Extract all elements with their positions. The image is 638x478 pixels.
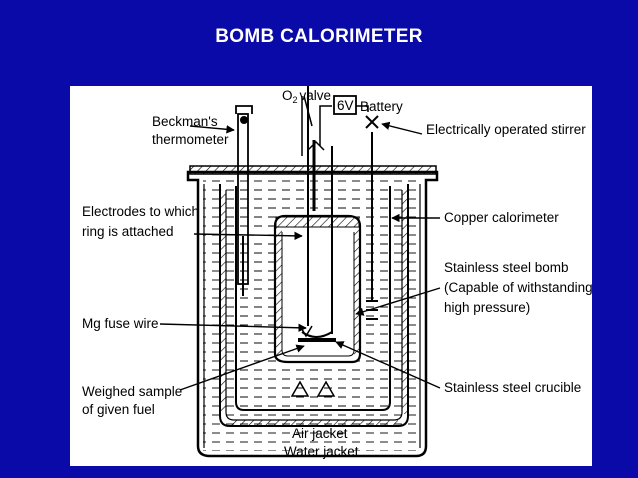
o2-valve bbox=[301, 95, 325, 156]
battery-label: Battery bbox=[360, 99, 403, 114]
copper-calorimeter-label: Copper calorimeter bbox=[444, 210, 559, 225]
sample-label-1: Weighed sample bbox=[82, 384, 182, 399]
battery bbox=[319, 95, 369, 146]
thermometer-label-1: Beckman's bbox=[152, 114, 218, 129]
air-jacket-label: Air jacket bbox=[292, 426, 348, 441]
electrodes-label-1: Electrodes to which bbox=[82, 204, 199, 219]
electrodes bbox=[307, 86, 333, 334]
leader-lines bbox=[159, 121, 441, 391]
sample-label-2: of given fuel bbox=[82, 402, 155, 417]
air-jacket bbox=[219, 184, 409, 427]
beckman-thermometer bbox=[235, 105, 253, 296]
water-jacket-label: Water jacket bbox=[284, 444, 359, 459]
slide-title: BOMB CALORIMETER bbox=[215, 26, 423, 47]
thermometer-label-2: thermometer bbox=[152, 132, 229, 147]
bomb-label-3: high pressure) bbox=[444, 300, 530, 315]
bomb-label-1: Stainless steel bomb bbox=[444, 260, 569, 275]
bomb-feet bbox=[290, 380, 336, 397]
battery-box-label: 6V bbox=[337, 98, 354, 113]
electrodes-label-2: ring is attached bbox=[82, 224, 174, 239]
crucible-label: Stainless steel crucible bbox=[444, 380, 581, 395]
stirrer-label: Electrically operated stirrer bbox=[426, 122, 586, 137]
stainless-steel-bomb bbox=[273, 214, 362, 364]
bomb-label-2: (Capable of withstanding bbox=[444, 280, 592, 295]
fuse-wire-label: Mg fuse wire bbox=[82, 316, 159, 331]
